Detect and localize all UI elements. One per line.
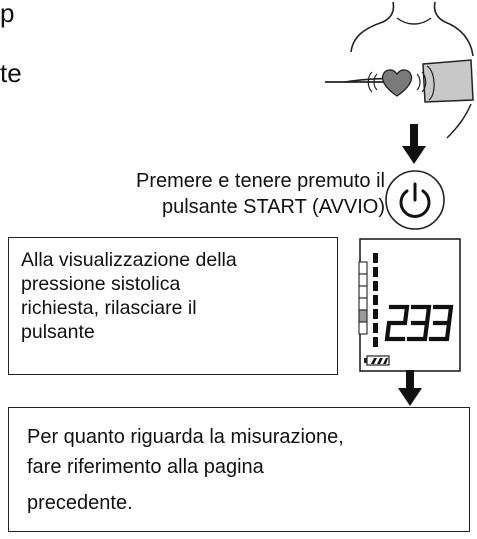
- cropped-text-fragment: te: [0, 58, 22, 88]
- release-instruction-text: Alla visualizzazione della pressione sis…: [21, 249, 237, 343]
- pressure-bar: [358, 261, 368, 335]
- release-instruction-box: Alla visualizzazione della pressione sis…: [8, 237, 338, 375]
- start-button[interactable]: [383, 168, 447, 232]
- heart-icon: [381, 69, 413, 97]
- lcd-digits: [384, 304, 454, 342]
- measurement-line-3: precedente.: [27, 492, 133, 514]
- measurement-reference-box: Per quanto riguarda la misurazione, fare…: [8, 407, 470, 532]
- arrow-down-icon: [398, 370, 422, 406]
- measurement-line-2: fare riferimento alla pagina: [27, 456, 264, 478]
- cropped-heading-fragment: p: [0, 0, 15, 28]
- torso-cuff-illustration: [325, 1, 474, 139]
- pressure-level-segments: [373, 253, 378, 347]
- instruction-text: Premere e tenere premuto il pulsante STA…: [136, 168, 385, 220]
- instruction-label: Premere e tenere premuto il pulsante STA…: [135, 170, 385, 218]
- lcd-display: [358, 238, 461, 372]
- measurement-line-1: Per quanto riguarda la misurazione,: [27, 426, 344, 448]
- power-icon: [399, 182, 431, 218]
- battery-icon: [364, 355, 390, 366]
- arrow-down-icon: [402, 124, 426, 164]
